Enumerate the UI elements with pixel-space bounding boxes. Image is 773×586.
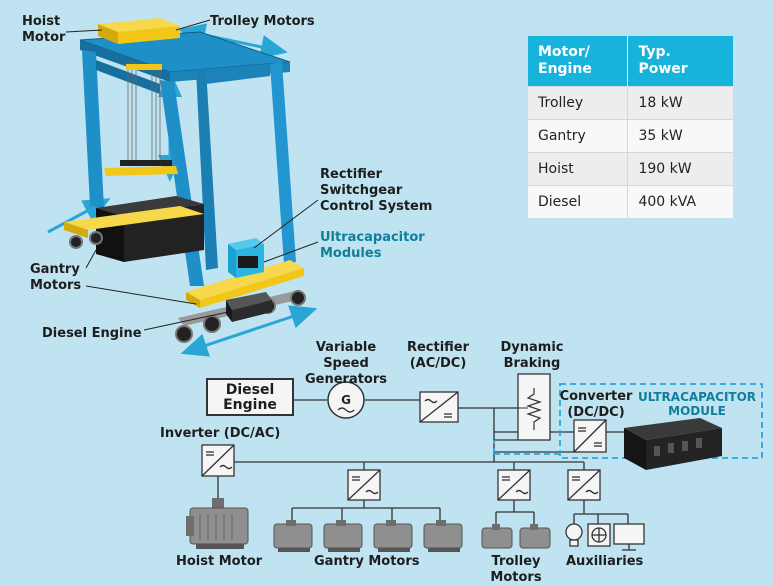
label-hoist-motor-schematic: Hoist Motor bbox=[176, 554, 263, 569]
generator-symbol bbox=[327, 381, 365, 419]
label-converter: Converter (DC/DC) bbox=[559, 389, 633, 420]
lightbulb-icon bbox=[565, 523, 583, 547]
fan-icon bbox=[587, 523, 611, 547]
label-dynamic-braking: Dynamic Braking bbox=[500, 340, 564, 371]
motor-icons bbox=[186, 498, 551, 552]
gantry-motor-icon-1 bbox=[273, 520, 313, 552]
trolley-motor-icon-2 bbox=[519, 524, 551, 549]
auxiliaries-icons bbox=[565, 523, 645, 551]
gantry-motor-icon-2 bbox=[323, 520, 363, 552]
crane-illustration bbox=[47, 18, 319, 357]
monitor-icon bbox=[613, 523, 645, 551]
rectifier-box bbox=[419, 391, 459, 423]
ultracap-module-device bbox=[624, 418, 722, 470]
label-trolley-motors-schematic: Trolley Motors bbox=[490, 554, 542, 585]
label-gantry-motors-schematic: Gantry Motors bbox=[314, 554, 420, 569]
gantry-motor-icon-4 bbox=[423, 520, 463, 552]
label-gantry-motors: Gantry Motors bbox=[30, 262, 82, 293]
gantry-motion-arrow-left bbox=[47, 198, 111, 234]
table-cell: 18 kW bbox=[627, 86, 733, 120]
table-cell: Trolley bbox=[528, 86, 629, 120]
label-rectifier: Rectifier (AC/DC) bbox=[406, 340, 470, 371]
table-cell: 35 kW bbox=[627, 119, 733, 153]
converter-boxes bbox=[201, 391, 607, 501]
gantry-motion-arrow bbox=[180, 305, 318, 357]
gantry-inverter-box bbox=[347, 469, 381, 501]
table-cell: Diesel bbox=[528, 185, 629, 218]
table-cell: 400 kVA bbox=[627, 185, 733, 218]
trolley-inverter-box bbox=[497, 469, 531, 501]
power-table-header-row: Motor/ Engine Typ. Power bbox=[528, 36, 733, 87]
label-hoist-motor: Hoist Motor bbox=[22, 14, 66, 45]
label-diesel-engine: Diesel Engine bbox=[42, 326, 142, 341]
inverter-box bbox=[201, 444, 235, 477]
label-ultracapacitor-modules: Ultracapacitor Modules bbox=[320, 230, 425, 261]
table-cell: 190 kW bbox=[627, 152, 733, 186]
trolley-motor-icon-1 bbox=[481, 524, 513, 549]
gantry-motor-icon-3 bbox=[373, 520, 413, 552]
power-table-header: Typ. Power bbox=[627, 36, 733, 87]
aux-inverter-box bbox=[567, 469, 601, 501]
label-trolley-motors: Trolley Motors bbox=[210, 14, 315, 29]
label-variable-speed-generators: Variable Speed Generators bbox=[304, 340, 388, 387]
generator-symbol-text: G bbox=[341, 393, 351, 407]
table-cell: Gantry bbox=[528, 119, 629, 153]
power-table-header: Motor/ Engine bbox=[528, 36, 629, 87]
label-ultracapacitor-module: ULTRACAPACITOR MODULE bbox=[637, 390, 757, 418]
table-cell: Hoist bbox=[528, 152, 629, 186]
diesel-engine-box: Diesel Engine bbox=[206, 378, 294, 416]
hoist-motor-icon bbox=[186, 498, 249, 549]
converter-box bbox=[573, 419, 607, 453]
label-auxiliaries: Auxiliaries bbox=[566, 554, 644, 569]
dynamic-braking-resistor bbox=[517, 373, 551, 441]
label-inverter: Inverter (DC/AC) bbox=[160, 426, 281, 441]
label-rectifier-switchgear: Rectifier Switchgear Control System bbox=[320, 167, 433, 214]
ultracap-module-frame bbox=[559, 383, 763, 459]
